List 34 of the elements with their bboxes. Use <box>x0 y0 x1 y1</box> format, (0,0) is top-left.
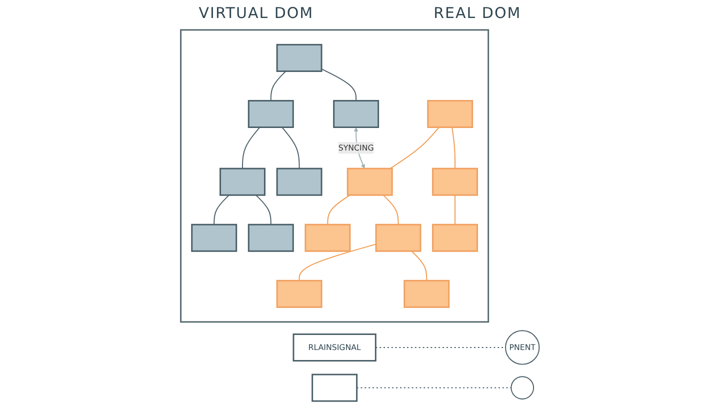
connector <box>255 194 272 226</box>
connector <box>454 194 456 226</box>
node-box <box>276 168 322 196</box>
node-box <box>427 100 474 128</box>
node-box <box>191 224 238 252</box>
tree-heading: REAL DOM <box>434 4 522 24</box>
connector <box>270 70 286 102</box>
connector <box>321 68 357 102</box>
node-box <box>276 280 322 308</box>
node-circle <box>510 376 534 400</box>
connector <box>452 126 456 170</box>
node-box <box>432 224 478 252</box>
cluster <box>180 29 490 323</box>
node-box <box>346 168 393 196</box>
node-box <box>248 224 294 252</box>
node-box <box>220 168 266 196</box>
node-box <box>404 280 450 308</box>
connector <box>298 244 376 282</box>
node-box <box>304 224 351 252</box>
connector <box>242 126 260 170</box>
node-box <box>375 224 422 252</box>
connector <box>282 126 300 170</box>
connector <box>327 194 350 226</box>
connector <box>411 250 428 282</box>
node-box <box>248 100 294 128</box>
node-box <box>333 100 380 128</box>
node-box <box>276 44 322 72</box>
connector <box>214 194 230 226</box>
tree-heading: VIRTUAL DOM <box>198 4 314 24</box>
connector <box>382 194 399 226</box>
node-box <box>312 374 358 402</box>
node-box <box>432 168 478 196</box>
connector <box>356 387 512 388</box>
connector <box>390 126 440 170</box>
